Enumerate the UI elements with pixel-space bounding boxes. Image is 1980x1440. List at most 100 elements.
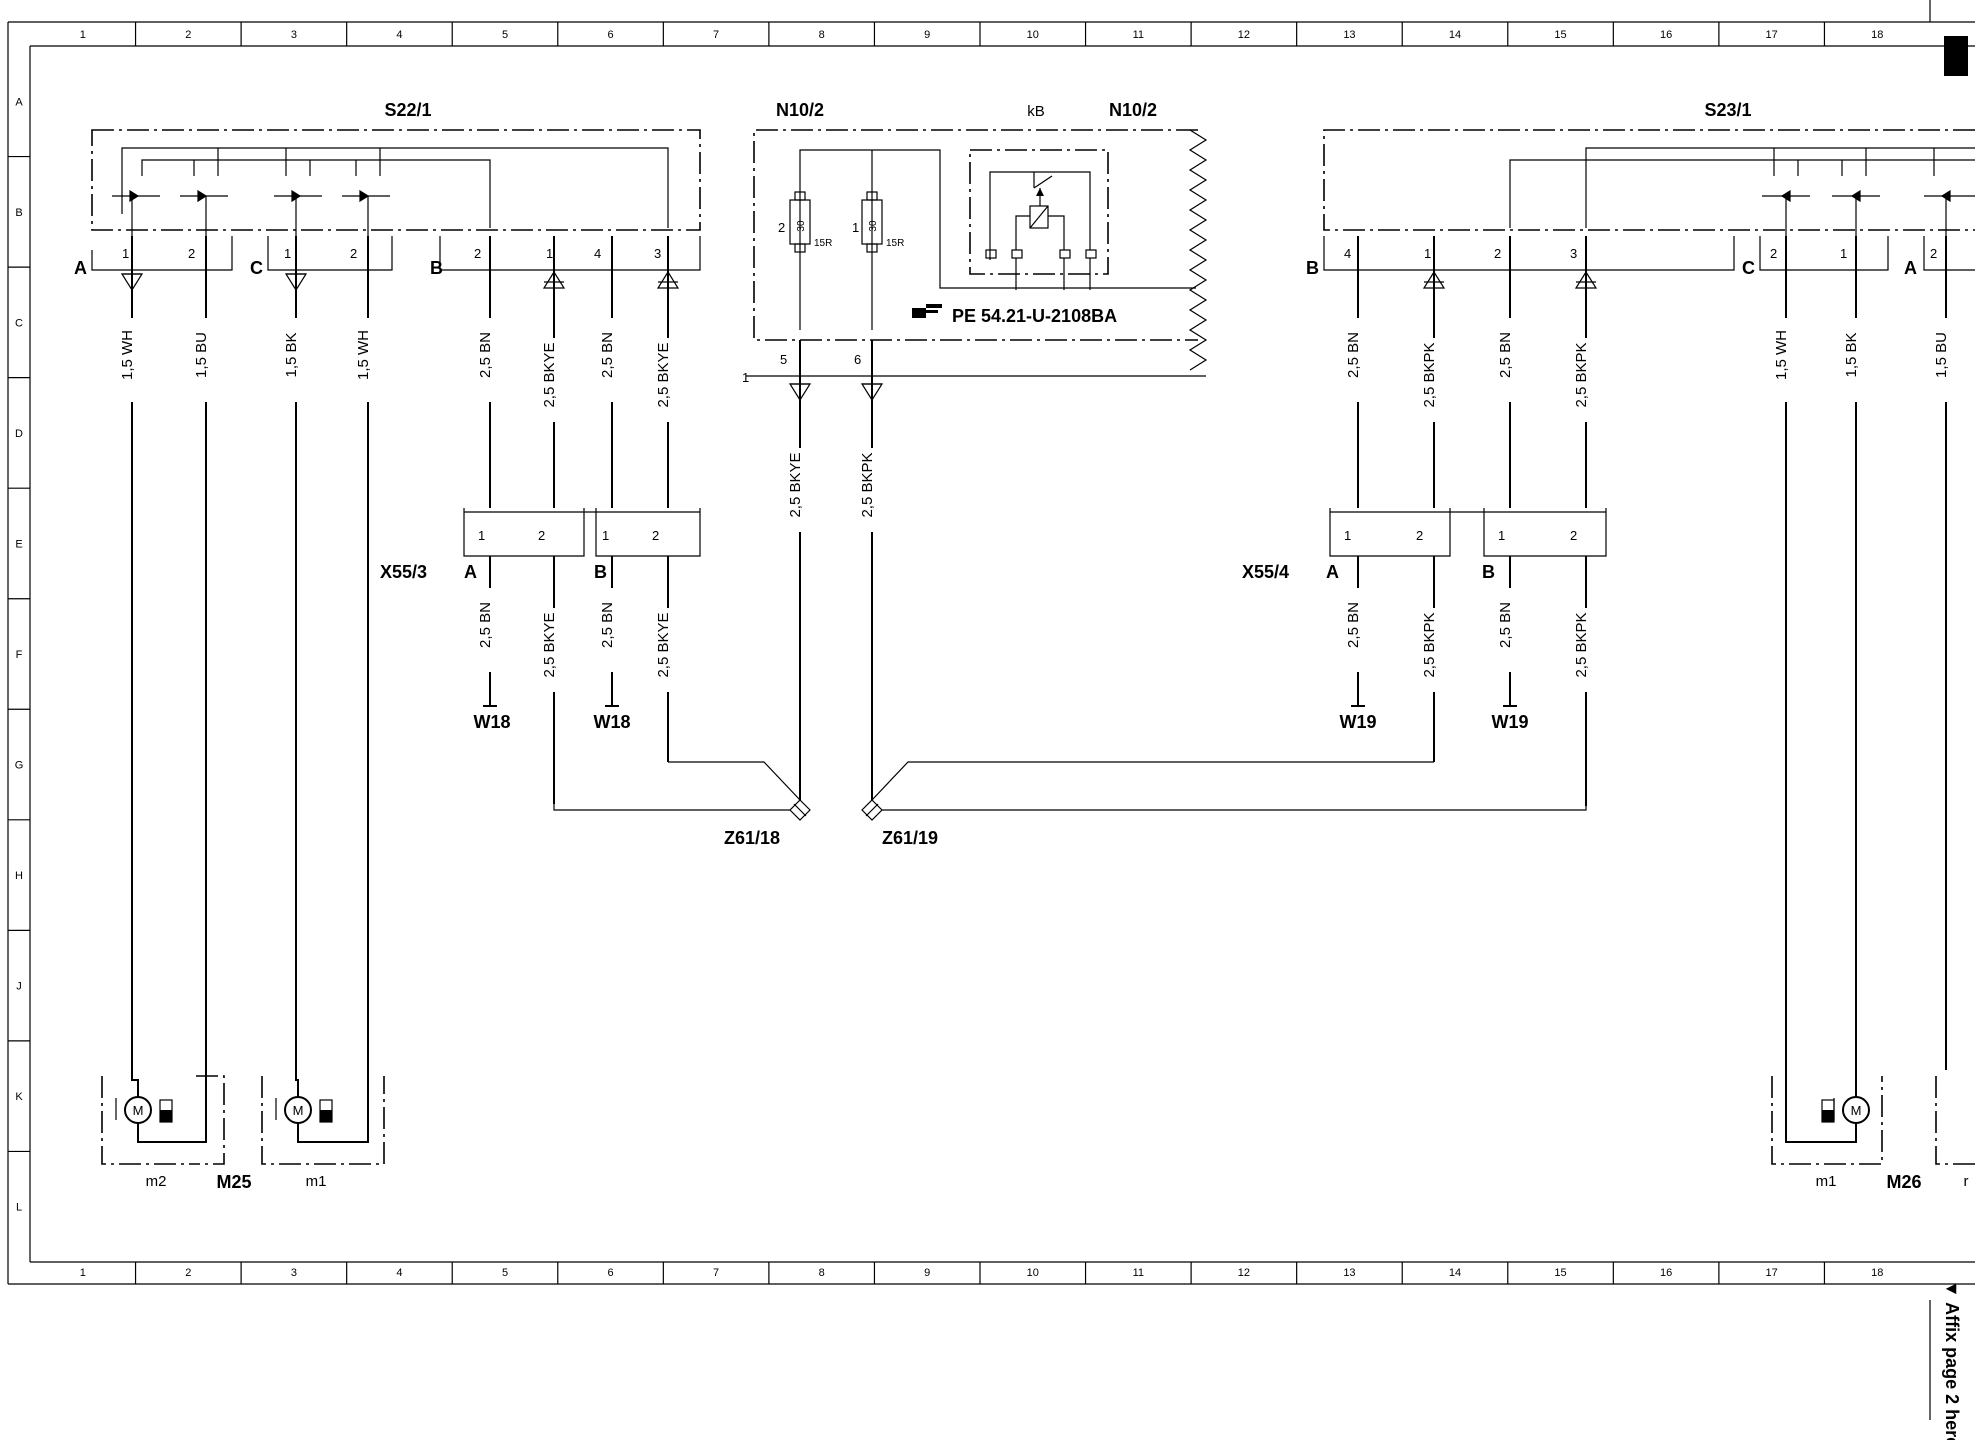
pin-label: 2 [1570,528,1577,543]
grid-row-label: D [15,428,23,440]
wire-label: 2,5 BN [1497,332,1514,378]
pin-label: 1 [122,246,129,261]
grid-row-label: B [15,207,22,219]
motor-m2-label: m2 [146,1173,167,1190]
relay-kb [969,149,1109,275]
wire-label: 2,5 BKPK [1421,612,1438,677]
splice-z61-18: Z61/18 [724,799,811,848]
pin-label: 2 [538,528,545,543]
wire-label: 2,5 BN [477,602,494,648]
grid-column-label: 18 [1871,29,1883,41]
pin-label: 1 [852,220,859,235]
w19-label-b: W19 [1491,712,1528,732]
wire-label: 1,5 BU [193,332,210,378]
motor-m1-right-label: m1 [1816,1173,1837,1190]
pin-label: 1 [1344,528,1351,543]
grid-column-label: 7 [713,29,719,41]
wire-to-z61-19 [882,806,1587,811]
wire-label: 2,5 BN [1345,332,1362,378]
pointing-hand-icon [912,304,942,318]
grid-column-label: 11 [1133,1267,1144,1279]
diagram-frame [7,0,1975,1420]
grid-column-label: 18 [1871,1267,1883,1279]
pin-label: 5 [780,352,787,367]
x55-4-conn-b: B [1482,562,1495,582]
grid-column-label: 13 [1343,1267,1355,1279]
x55-3-label: X55/3 [380,562,427,582]
wire-label: 2,5 BKPK [1573,612,1590,677]
wire-to-z61-19 [871,761,1434,801]
connector-x55-4: X55/4 A B 1 2 1 2 [1242,508,1607,582]
pin-label: 1 [1840,246,1847,261]
wire-label: 2,5 BN [599,602,616,648]
module-n10-2: N10/2 kB N10/2 30 30 15R 15R 2 1 [742,100,1208,385]
fuse-f1-value: 30 [796,220,807,232]
switch-s23-1: S23/1 B C A 4 1 2 3 2 1 2 [1306,100,1975,278]
pin-label: 2 [778,220,785,235]
grid-column-label: 9 [924,29,930,41]
pin-label: 2 [188,246,195,261]
s22-1-label: S22/1 [384,100,431,120]
n10-2-label-left: N10/2 [776,100,824,120]
svg-text:M: M [1851,1103,1862,1118]
x55-3-conn-b: B [594,562,607,582]
grid-column-label: 15 [1554,1267,1566,1279]
x55-4-label: X55/4 [1242,562,1289,582]
pin-label: 3 [654,246,661,261]
grid-column-label: 2 [185,1267,191,1279]
x55-4-conn-a: A [1326,562,1339,582]
pin-label: 2 [1416,528,1423,543]
pin-label: 6 [854,352,861,367]
m26-label: M26 [1886,1172,1921,1192]
grid-column-label: 14 [1449,29,1461,41]
pin-label: 3 [1570,246,1577,261]
grid-column-label: 10 [1027,1267,1039,1279]
grid-column-label: 17 [1766,29,1778,41]
wire-label: 2,5 BKYE [655,342,672,407]
pin-label: 1 [546,246,553,261]
s22-conn-c: C [250,258,263,278]
grid-column-label: 17 [1766,1267,1778,1279]
pin-label: 2 [474,246,481,261]
connector-arrow [542,270,566,289]
splice-z61-19: Z61/19 [861,799,938,848]
z61-19-label: Z61/19 [882,828,938,848]
pin-label: 2 [1770,246,1777,261]
grid-column-label: 1 [80,1267,86,1279]
motor-icon: M [115,1070,207,1143]
switch-s22-1: S22/1 A C B 1 2 1 2 2 1 4 [74,100,701,278]
grid-column-ticks: 1122334455667788991010111112121313141415… [80,22,1883,1284]
grid-row-label: L [16,1202,22,1214]
grid-row-label: H [15,870,23,882]
wire-label: 1,5 WH [355,330,372,380]
wire-label: 2,5 BN [599,332,616,378]
grid-row-label: C [15,317,23,329]
svg-text:M: M [293,1103,304,1118]
connector-arrow [1422,270,1446,289]
motor-assembly-m26: m1 M26 r [1771,1076,1975,1192]
s23-1-label: S23/1 [1704,100,1751,120]
pin-label: 1 [1498,528,1505,543]
fuse-f1-rating: 15R [814,238,832,249]
grid-column-label: 13 [1343,29,1355,41]
pin-label: 4 [1344,246,1351,261]
pin-label: 1 [602,528,609,543]
reference-code: PE 54.21-U-2108BA [952,306,1117,326]
page-corner-mark [1944,36,1968,76]
affix-page-note: ▼ Affix page 2 here ▼ [1942,1280,1962,1440]
motor-m1-left-label: m1 [306,1173,327,1190]
grid-column-label: 12 [1238,1267,1250,1279]
wire-label: 2,5 BN [1497,602,1514,648]
pin-label: 1 [1424,246,1431,261]
wire-label: 2,5 BKYE [787,452,804,517]
grid-column-label: 8 [819,29,825,41]
grid-column-label: 8 [819,1267,825,1279]
pin-label: 1 [284,246,291,261]
m25-label: M25 [216,1172,251,1192]
grid-row-label: J [16,981,22,993]
grid-column-label: 15 [1554,29,1566,41]
s22-conn-a: A [74,258,87,278]
grid-row-label: K [15,1091,23,1103]
grid-column-label: 7 [713,1267,719,1279]
